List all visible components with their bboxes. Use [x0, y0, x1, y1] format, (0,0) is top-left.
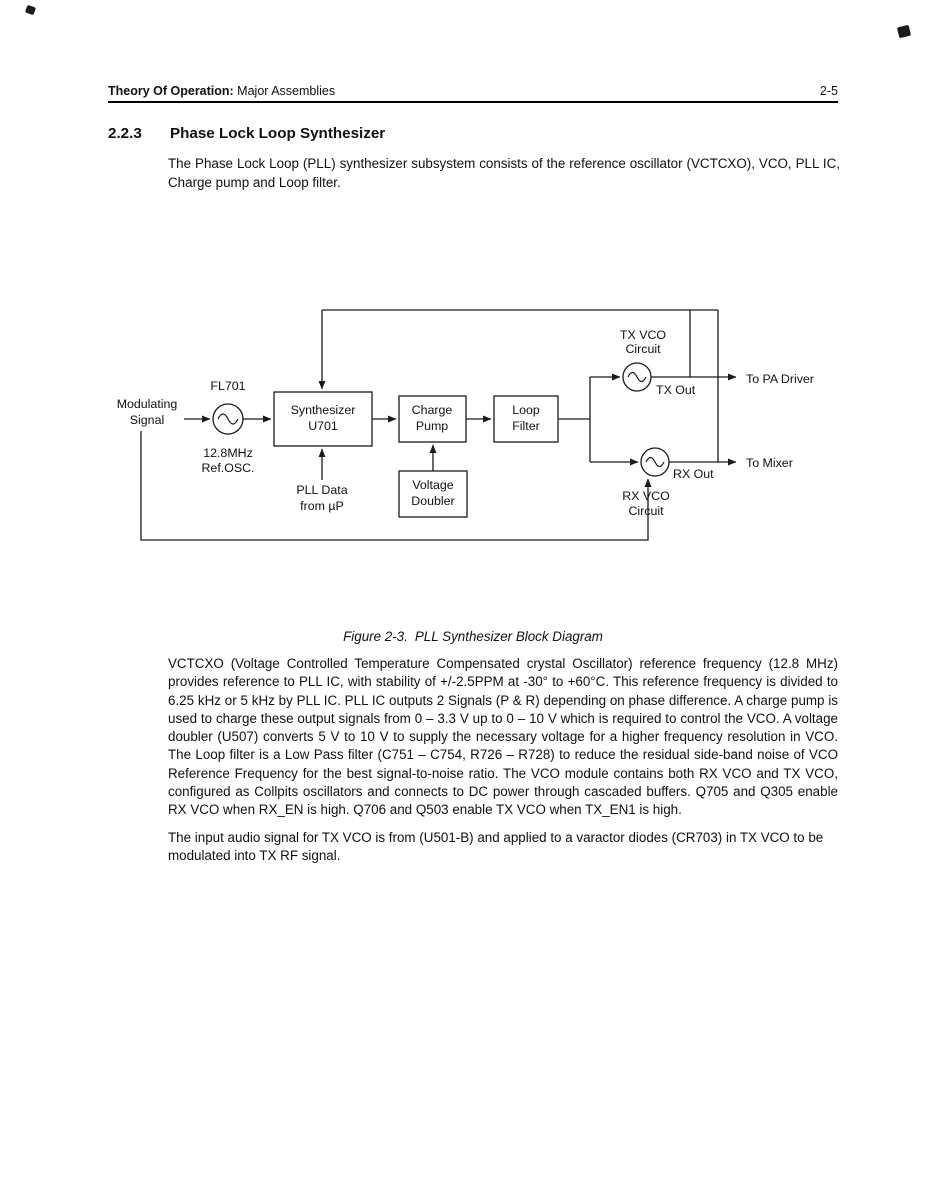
page-number: 2-5 — [819, 84, 838, 98]
synthesizer-box — [273, 391, 373, 447]
refosc-label-line2: Ref.OSC. — [201, 461, 254, 475]
to-pa-driver-label: To PA Driver — [746, 372, 814, 386]
plldata-label-line1: PLL Data — [296, 483, 347, 497]
section-number: 2.2.3 — [108, 125, 142, 142]
body-paragraph-1: VCTCXO (Voltage Controlled Temperature C… — [168, 656, 838, 818]
scan-artifact — [24, 4, 37, 16]
voltagedoubler-label-line1: Voltage — [412, 478, 453, 492]
intro-paragraph: The Phase Lock Loop (PLL) synthesizer su… — [168, 156, 840, 190]
txvco-label-line2: Circuit — [625, 342, 661, 356]
section-heading: 2.2.3 Phase Lock Loop Synthesizer — [108, 125, 385, 142]
chargepump-label-line1: Charge — [412, 403, 453, 417]
header-title-section: Theory Of Operation: — [108, 84, 234, 98]
figure-caption: Figure 2-3. PLL Synthesizer Block Diagram — [108, 629, 838, 644]
rxvco-label-line1: RX VCO — [622, 489, 670, 503]
chargepump-label-line2: Pump — [416, 419, 448, 433]
txvco-sine-icon — [627, 371, 647, 383]
scan-artifact — [896, 24, 912, 39]
to-mixer-label: To Mixer — [746, 456, 793, 470]
synthesizer-label-line1: Synthesizer — [291, 403, 356, 417]
rxvco-label-line2: Circuit — [628, 504, 664, 518]
pll-block-diagram: Modulating Signal FL701 12.8MHz Ref.OSC.… — [117, 309, 814, 541]
header-title: Theory Of Operation: Major Assemblies — [108, 84, 335, 98]
rxvco-sine-icon — [645, 456, 665, 468]
txvco-label-line1: TX VCO — [620, 328, 666, 342]
synthesizer-label-line2: U701 — [308, 419, 338, 433]
body-text: VCTCXO (Voltage Controlled Temperature C… — [168, 655, 838, 865]
tx-out-label: TX Out — [656, 383, 696, 397]
voltagedoubler-label-line2: Doubler — [411, 494, 454, 508]
body-paragraph-2: The input audio signal for TX VCO is fro… — [168, 829, 824, 863]
fl701-label: FL701 — [210, 379, 245, 393]
voltagedoubler-box — [398, 470, 468, 518]
plldata-label-line2: from µP — [300, 499, 344, 513]
loopfilter-label-line1: Loop — [512, 403, 540, 417]
refosc-label-line1: 12.8MHz — [203, 446, 253, 460]
rx-out-label: RX Out — [673, 467, 714, 481]
section-title: Phase Lock Loop Synthesizer — [170, 125, 386, 142]
loopfilter-label-line2: Filter — [512, 419, 540, 433]
loopfilter-box — [493, 395, 559, 443]
page-header: Theory Of Operation: Major Assemblies 2-… — [108, 84, 838, 98]
modulating-signal-label-line1: Modulating — [117, 397, 178, 411]
refosc-sine-icon — [217, 413, 239, 425]
figure-caption-title: PLL Synthesizer Block Diagram — [414, 629, 603, 644]
wire-modulating-feedback — [140, 431, 652, 541]
header-divider — [108, 101, 838, 103]
figure-caption-label: Figure 2-3. — [343, 629, 408, 644]
chargepump-box — [398, 395, 467, 443]
header-title-sub: Major Assemblies — [233, 84, 336, 98]
modulating-signal-label-line2: Signal — [130, 413, 164, 427]
